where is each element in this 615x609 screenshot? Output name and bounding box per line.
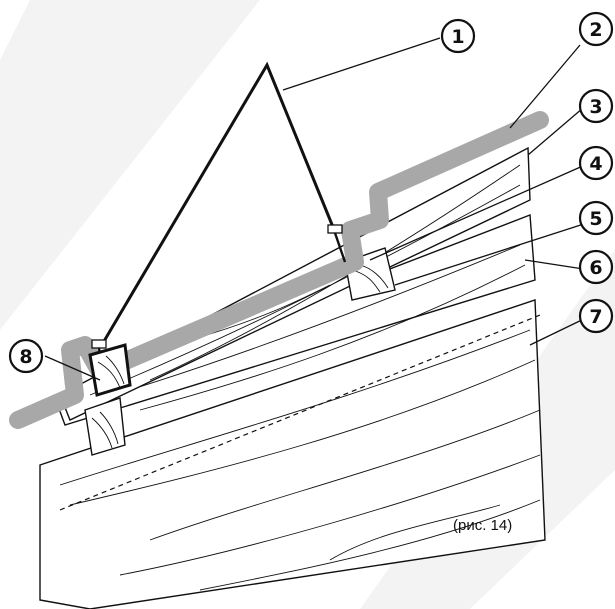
upper-screw [327, 224, 347, 263]
counter-batten-lower [84, 397, 126, 456]
figure-caption: (рис. 14) [453, 517, 512, 534]
snow-guard-bracket [98, 61, 337, 349]
callout-3-label: 3 [589, 96, 602, 118]
callout-3: 3 [578, 88, 614, 124]
callout-4-label: 4 [589, 153, 602, 175]
callout-2-label: 2 [589, 19, 602, 41]
callout-4: 4 [578, 145, 614, 181]
callout-1-label: 1 [451, 26, 464, 48]
leader-lines [44, 37, 591, 381]
callout-1: 1 [440, 18, 476, 54]
eaves-block [88, 343, 132, 397]
callout-8-label: 8 [19, 346, 32, 368]
callout-2: 2 [578, 11, 614, 47]
lower-boarding [39, 299, 546, 609]
callout-5-label: 5 [589, 208, 602, 230]
callout-7-label: 7 [589, 306, 602, 328]
callout-8: 8 [8, 338, 44, 374]
roof-sheet-profile [9, 111, 549, 429]
callout-5: 5 [578, 200, 614, 236]
callout-6-label: 6 [589, 257, 602, 279]
callout-6: 6 [578, 249, 614, 285]
callout-7: 7 [578, 298, 614, 334]
